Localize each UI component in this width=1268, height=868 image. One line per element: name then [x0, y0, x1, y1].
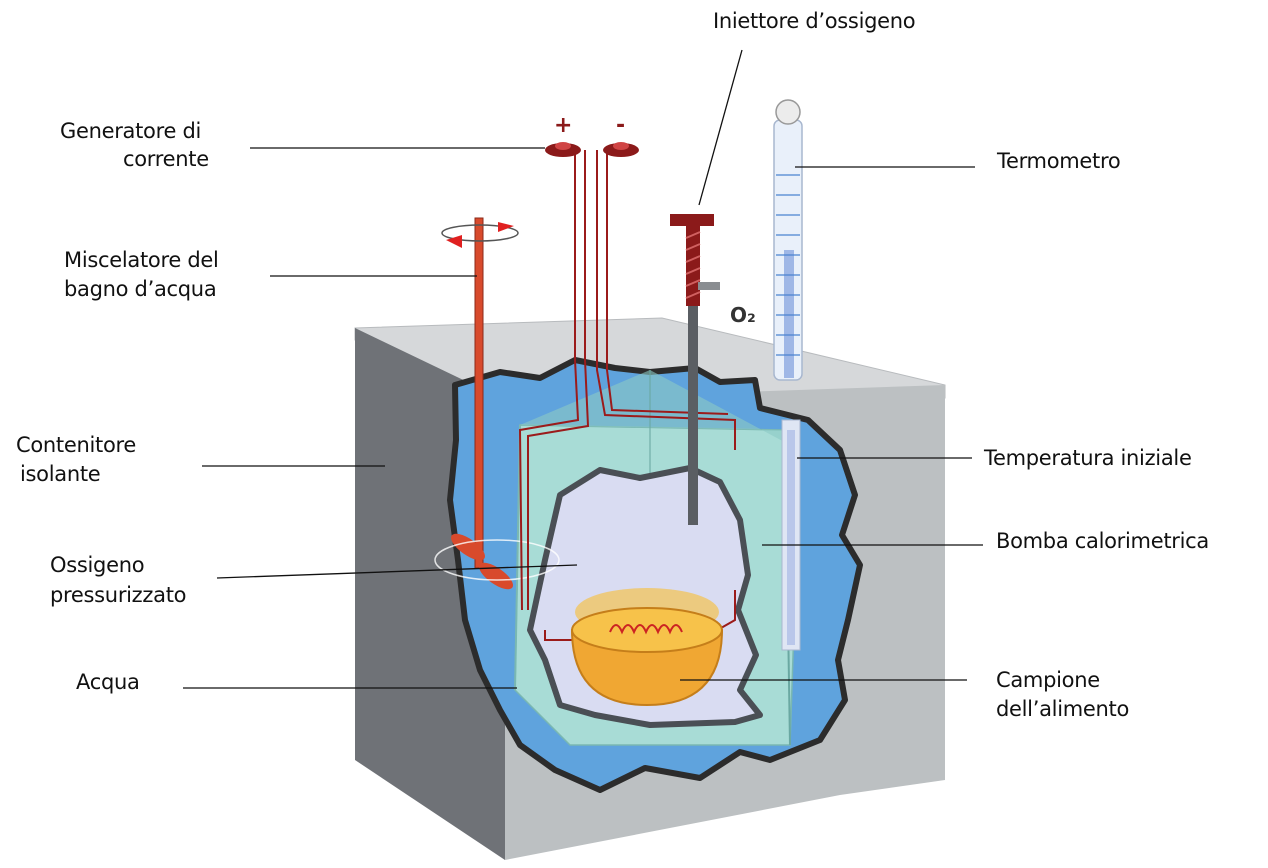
label-minus: - [616, 113, 626, 138]
label-stirrer-line2: bagno d’acqua [64, 277, 217, 301]
label-plus: + [554, 113, 573, 138]
label-o2: O₂ [730, 303, 756, 327]
label-water: Acqua [76, 670, 140, 694]
label-container-line2: isolante [20, 462, 101, 486]
label-initial-temperature: Temperatura iniziale [984, 446, 1192, 470]
label-thermometer: Termometro [997, 149, 1121, 173]
label-bomb-calorimeter: Bomba calorimetrica [996, 529, 1209, 553]
stirrer-rod [474, 217, 484, 569]
label-container-line1: Contenitore [16, 433, 136, 457]
label-oxygen-line2: pressurizzato [50, 583, 187, 607]
label-oxygen-injector: Iniettore d’ossigeno [713, 9, 916, 33]
oxygen-injector-rod [688, 225, 698, 525]
label-sample-line1: Campione [996, 668, 1100, 692]
label-current-generator-line1: Generatore di [60, 119, 202, 143]
label-sample-line2: dell’alimento [996, 697, 1130, 721]
label-stirrer-line1: Miscelatore del [64, 248, 219, 272]
label-oxygen-line1: Ossigeno [50, 553, 145, 577]
label-current-generator-line2: corrente [123, 147, 209, 171]
